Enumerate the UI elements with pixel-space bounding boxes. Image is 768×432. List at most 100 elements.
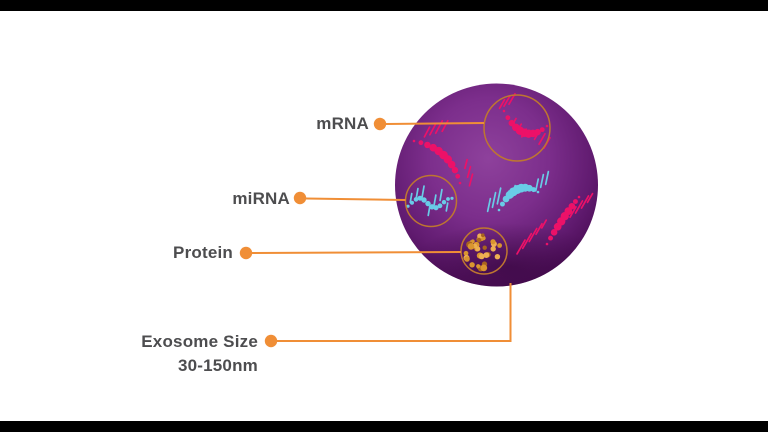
rna-tick [569,205,577,219]
rna-dot [441,200,447,205]
rna-dot [450,196,454,200]
rna-dot [550,229,558,236]
protein-bead [464,256,470,262]
inset-circles [404,94,551,275]
rna-dot [499,201,505,207]
rna-tick [503,94,511,108]
protein-bead [476,237,482,243]
rna-dot [410,200,414,205]
rna-tick [498,98,506,110]
rna-dot [424,141,431,149]
rna-tick [539,173,545,189]
leader-dots [239,117,387,348]
rna-strands [406,92,594,255]
rna-dot [406,204,410,208]
protein-bead [470,239,475,244]
mrna-connector-line [385,122,485,125]
rna-dot [577,195,581,199]
rna-tick [491,191,497,209]
rna-tick [433,194,437,206]
rna-tick [429,122,437,136]
protein-bead [490,246,496,252]
rna-tick [468,173,474,187]
protein-bead [483,252,490,258]
rna-tick [466,165,472,179]
rna-tick [423,126,431,138]
rna-dot [446,197,450,201]
protein-bead [478,253,485,260]
letterbox-bar-bottom [0,421,768,432]
rna-tick [496,187,502,205]
rna-tick [427,205,431,217]
rna-tick [421,185,425,199]
protein-bead [490,239,496,245]
label-mrna: mRNA [316,114,369,133]
rna-tick [486,197,492,213]
rna-tick [409,192,413,204]
rna-dot [536,190,540,194]
label-protein: Protein [173,243,233,262]
protein-leader-dot [239,246,253,260]
protein-bead [497,243,502,248]
protein-bead [463,250,469,256]
mrna-inset-circle [483,94,551,162]
connector-lines [251,122,512,342]
protein-bead [482,245,487,250]
rna-tick [534,178,540,192]
rna-dot [526,184,533,192]
rna-dot [421,197,427,203]
rna-dot [545,242,549,246]
label-exosome-size: Exosome Size 30-150nm [141,330,258,378]
rna-tick [439,188,443,202]
rna-tick [574,200,584,214]
protein-bead [494,254,501,260]
protein-bead [467,243,475,250]
rna-dot [418,140,424,146]
rna-strand-center-blue [486,170,550,213]
protein-bead [475,246,481,252]
rna-dot [553,222,562,231]
rna-dot [539,127,545,133]
rna-tick [586,192,594,204]
rna-dot [413,197,419,202]
rna-tick [528,227,538,243]
rna-tick [463,158,469,170]
rna-dot [412,139,416,143]
rna-dot [433,205,439,211]
rna-dot [425,200,431,207]
rna-dot [497,208,501,212]
rna-dot [447,160,456,169]
rna-dot [429,204,435,210]
rna-tick [535,222,543,236]
label-exosome-size-line2: 30-150nm [177,356,258,375]
exosome-size-leader-dot [264,334,278,348]
rna-tick [538,132,546,146]
letterbox-bar-top [0,0,768,11]
protein-bead [481,233,485,237]
rna-dot [572,199,578,204]
rna-dot [417,195,423,201]
mirna-leader-dot [293,191,307,205]
protein-bead [481,235,486,241]
label-mirna: miRNA [232,189,290,208]
protein-inset-circle [460,227,508,275]
protein-bead [469,262,475,268]
rna-dot [534,128,541,136]
mirna-connector-line [305,197,406,201]
exosome-size-connector-line [277,283,512,342]
rna-strand-mirna-inset [406,185,454,217]
rna-strand-topleft [412,119,474,187]
rna-dot [437,203,443,209]
rna-tick [516,239,526,255]
protein-bead [480,264,488,272]
rna-tick [540,219,548,229]
protein-connector-line [251,251,462,254]
rna-tick [580,195,590,209]
mrna-leader-dot [373,117,387,131]
rna-dot [458,181,462,185]
label-exosome-size-line1: Exosome Size [141,332,258,351]
rna-dot [545,124,549,128]
rna-tick [544,170,550,186]
rna-dot [531,187,537,193]
